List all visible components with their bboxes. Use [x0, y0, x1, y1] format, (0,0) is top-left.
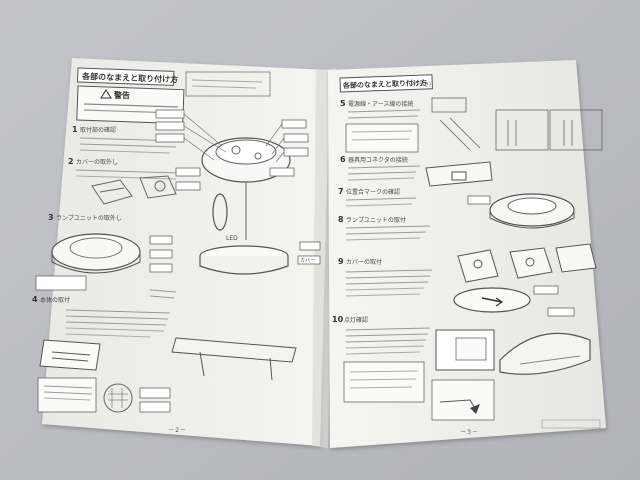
led-label: LED: [226, 235, 238, 242]
svg-text:ランプユニットの取付: ランプユニットの取付: [346, 216, 406, 224]
cover-removal-diagram: [91, 175, 177, 205]
svg-text:2: 2: [68, 157, 74, 166]
svg-text:ランプユニットの取外し: ランプユニットの取外し: [56, 214, 122, 222]
left-step-3: 3 ランプユニットの取外し: [35, 213, 177, 299]
right-section-header: 各部のなまえと取り付け方 (つづき): [339, 74, 433, 93]
right-section-title: 各部のなまえと取り付け方: [342, 78, 427, 90]
cover-ring-diagram: LED カバー: [199, 235, 321, 275]
cover-label: カバー: [300, 258, 315, 264]
svg-text:10: 10: [332, 315, 344, 324]
right-page-number: －３－: [460, 429, 478, 436]
right-footer-code: [541, 419, 601, 429]
svg-text:7: 7: [338, 187, 344, 196]
right-section-title-suffix: (つづき): [412, 81, 431, 88]
warning-label: 警告: [113, 90, 130, 100]
svg-text:電源線・アース線の接続: 電源線・アース線の接続: [348, 100, 413, 108]
svg-text:取付部の確認: 取付部の確認: [80, 126, 116, 134]
svg-text:本体の取付: 本体の取付: [40, 296, 70, 304]
svg-text:5: 5: [340, 99, 346, 108]
left-section-header: 各部のなまえと取り付け方: [76, 67, 178, 86]
svg-text:3: 3: [48, 213, 54, 222]
right-step-10: 10 点灯確認: [332, 315, 591, 421]
right-step-5: 5 電源線・アース線の接続: [340, 97, 603, 153]
svg-text:8: 8: [338, 215, 344, 224]
left-step-4: 4 本体の取付: [32, 295, 297, 413]
svg-text:6: 6: [340, 155, 346, 164]
svg-text:9: 9: [338, 257, 344, 266]
left-section-title: 各部のなまえと取り付け方: [81, 71, 178, 84]
svg-text:1: 1: [72, 125, 78, 134]
svg-text:4: 4: [32, 295, 38, 304]
svg-text:位置合マークの確認: 位置合マークの確認: [346, 188, 400, 196]
right-step-7: 7 位置合マークの確認: [338, 187, 575, 229]
svg-text:カバーの取外し: カバーの取外し: [76, 158, 118, 166]
left-step-2: 2 カバーの取外し: [68, 157, 181, 205]
right-step-6: 6 器具用コネクタの接続: [340, 155, 493, 187]
right-step-9: 9 カバーの取付: [338, 257, 575, 317]
left-page-number: －２－: [168, 427, 186, 434]
svg-text:器具用コネクタの接続: 器具用コネクタの接続: [348, 156, 408, 164]
right-step-8: 8 ランプユニットの取付: [338, 215, 597, 283]
svg-text:カバーの取付: カバーの取付: [346, 258, 382, 266]
fixture-exploded-diagram: [155, 71, 309, 240]
svg-text:点灯確認: 点灯確認: [344, 316, 368, 324]
